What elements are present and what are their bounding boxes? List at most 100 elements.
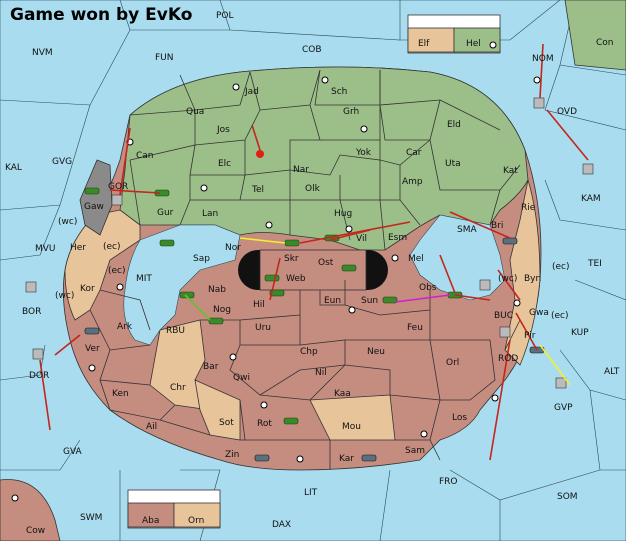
- region-label-grh: Grh: [343, 107, 359, 117]
- region-label-ail: Ail: [146, 422, 157, 432]
- coast-marker-1: (wc): [58, 217, 77, 227]
- region-label-jad: Jad: [244, 87, 259, 97]
- supply-centers: [11, 41, 541, 502]
- region-label-jos: Jos: [216, 125, 230, 135]
- region-label-rbu: RBU: [166, 326, 185, 336]
- region-label-gva: GVA: [63, 447, 83, 457]
- region-label-dor: DOR: [29, 371, 49, 381]
- region-label-sot: Sot: [219, 418, 234, 428]
- legend-bottom: [127, 489, 221, 529]
- dislodged-marker: [256, 150, 264, 158]
- region-label-orl: Orl: [446, 358, 459, 368]
- region-label-ken: Ken: [112, 389, 129, 399]
- region-label-hil: Hil: [253, 300, 265, 310]
- region-label-fun: FUN: [155, 53, 174, 63]
- region-label-neu: Neu: [367, 347, 385, 357]
- region-label-nar: Nar: [293, 165, 309, 175]
- region-label-buc: BUC: [494, 311, 513, 321]
- region-label-gaw: Gaw: [84, 202, 104, 212]
- region-label-ver: Ver: [85, 344, 100, 354]
- region-label-can: Can: [136, 151, 154, 161]
- region-label-nog: Nog: [213, 305, 231, 315]
- region-label-esm: Esm: [388, 233, 407, 243]
- region-label-kor: Kor: [80, 284, 95, 294]
- region-rie[interactable]: [504, 179, 541, 366]
- region-label-sch: Sch: [331, 87, 347, 97]
- region-label-nab: Nab: [208, 285, 226, 295]
- region-sot[interactable]: [194, 379, 241, 441]
- region-label-olk: Olk: [305, 184, 321, 194]
- region-label-sun: Sun: [361, 296, 378, 306]
- region-label-rod: ROD: [498, 354, 518, 364]
- region-label-tei: TEI: [587, 259, 602, 269]
- region-label-gvg: GVG: [52, 157, 72, 167]
- region-label-ost: Ost: [318, 258, 334, 268]
- region-label-lan: Lan: [202, 209, 218, 219]
- region-label-rie: Rie: [521, 203, 536, 213]
- region-label-obs: Obs: [419, 283, 437, 293]
- coast-marker-5: (wc): [498, 274, 517, 284]
- region-label-sma: SMA: [457, 225, 477, 235]
- region-gaw[interactable]: [79, 159, 113, 236]
- region-label-ark: Ark: [117, 322, 133, 332]
- region-label-uta: Uta: [445, 159, 461, 169]
- region-label-bor: BOR: [22, 307, 41, 317]
- legend-elf: Elf: [418, 39, 430, 49]
- coast-marker-4: (wc): [55, 291, 74, 301]
- legend-top: [407, 14, 501, 54]
- region-label-los: Los: [452, 413, 467, 423]
- region-label-byn: Byn: [524, 274, 541, 284]
- region-label-bri: Bri: [491, 221, 503, 231]
- region-label-alt: ALT: [604, 367, 620, 377]
- region-label-bar: Bar: [203, 362, 219, 372]
- legend-aba: Aba: [142, 516, 159, 526]
- region-label-hug: Hug: [334, 209, 352, 219]
- region-label-gvp: GVP: [554, 403, 573, 413]
- region-label-vil: Vil: [356, 234, 367, 244]
- order-arrows: [39, 43, 589, 461]
- coast-marker-7: (ec): [551, 311, 569, 321]
- region-label-dax: DAX: [272, 520, 291, 530]
- region-label-pol: POL: [216, 11, 234, 21]
- region-label-kal: KAL: [5, 163, 22, 173]
- region-label-web: Web: [286, 274, 306, 284]
- region-label-qwi: Qwi: [233, 373, 250, 383]
- region-label-som: SOM: [557, 492, 578, 502]
- region-label-sam: Sam: [405, 446, 425, 456]
- region-label-uru: Uru: [255, 323, 271, 333]
- region-label-mvu: MVU: [35, 244, 56, 254]
- region-label-lit: LIT: [304, 488, 318, 498]
- region-rbu-sea: [123, 224, 241, 346]
- region-label-tel: Tel: [251, 185, 264, 195]
- legend-orn: Orn: [188, 516, 204, 526]
- region-label-nvm: NVM: [32, 48, 53, 58]
- region-label-chr: Chr: [170, 383, 186, 393]
- region-label-cob: COB: [302, 45, 322, 55]
- region-label-gur: Gur: [157, 208, 174, 218]
- region-label-yok: Yok: [355, 148, 372, 158]
- region-label-kam: KAM: [581, 194, 601, 204]
- coast-marker-2: (ec): [103, 242, 121, 252]
- region-label-cow: Cow: [26, 526, 45, 536]
- coast-marker-6: (ec): [552, 262, 570, 272]
- fleet-tokens: [25, 97, 594, 389]
- province-borders: [89, 69, 521, 470]
- region-label-con: Con: [596, 38, 614, 48]
- region-label-kar: Kar: [339, 454, 354, 464]
- region-label-nor: Nor: [225, 243, 241, 253]
- region-label-eld: Eld: [447, 120, 461, 130]
- region-con[interactable]: [564, 0, 626, 71]
- region-label-qua: Qua: [186, 107, 204, 117]
- region-label-kaa: Kaa: [334, 389, 351, 399]
- region-label-skr: Skr: [284, 254, 299, 264]
- page-title: Game won by EvKo: [10, 5, 192, 25]
- region-label-eun: Eun: [324, 296, 341, 306]
- region-label-mel: Mel: [408, 254, 424, 264]
- region-label-chp: Chp: [300, 347, 318, 357]
- legend-hel: Hel: [466, 39, 481, 49]
- region-label-her: Her: [70, 243, 86, 253]
- region-label-amp: Amp: [402, 177, 423, 187]
